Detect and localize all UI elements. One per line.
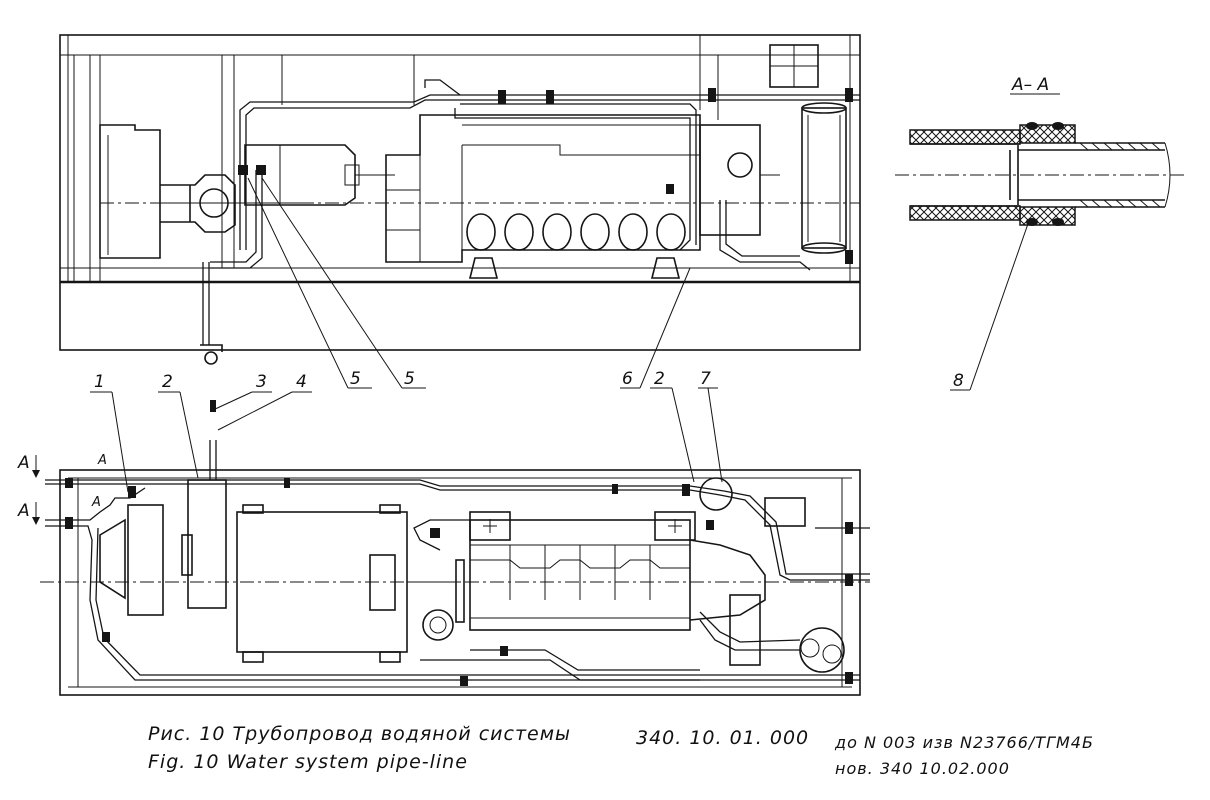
pipe-mark-a-lower: A [91,495,101,510]
callout-leaders-plan [90,387,723,493]
side-elevation-view [59,34,861,365]
callout-5b: 5 [404,369,415,389]
callout-2a: 2 [162,372,173,392]
callout-3: 3 [256,372,267,392]
section-mark-a-upper: A [17,453,30,473]
callout-2b: 2 [654,369,665,389]
caption-english: Fig. 10 Water system pipe-line [148,751,468,773]
caption-russian: Рис. 10 Трубопровод водяной системы [148,723,571,745]
pipe-mark-a-upper: A [97,453,107,468]
callout-1: 1 [94,372,105,392]
document-number: 340. 10. 01. 000 [636,727,809,749]
callout-leaders-top [247,177,1031,391]
callout-4: 4 [296,372,307,392]
section-arrows [32,455,40,525]
callout-5a: 5 [350,369,361,389]
plan-view [40,400,870,696]
revision-note-1: до N 003 изв N23766/ТГМ4Б [834,733,1094,752]
callout-7: 7 [700,369,711,389]
revision-note-2: нов. 340 10.02.000 [835,759,1010,778]
section-aa-view [895,122,1185,226]
section-title: A– A [1011,75,1049,95]
callout-6: 6 [622,369,633,389]
callout-8: 8 [953,371,964,391]
section-mark-a-lower: A [17,501,30,521]
